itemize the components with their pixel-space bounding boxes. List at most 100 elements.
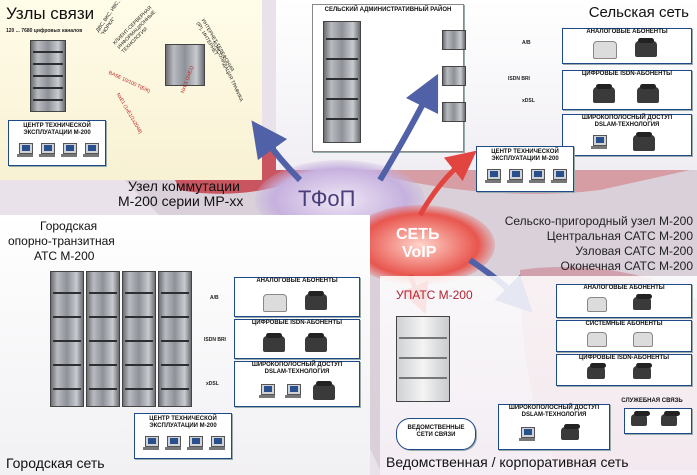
corp-footer: Ведомственная / корпоративная сеть [386, 454, 629, 470]
right-list-item: Центральная САТС М-200 [546, 229, 693, 243]
remote-unit-3 [442, 102, 466, 122]
rural-broadband-box: ШИРОКОПОЛОСНЫЙ ДОСТУП DSLAM-ТЕХНОЛОГИЯ [562, 114, 692, 156]
remote-unit-1 [442, 30, 466, 50]
panel-city: Городская опорно-транзитная АТС М-200 A/… [0, 215, 370, 475]
rural-tech-center-label: ЦЕНТР ТЕХНИЧЕСКОЙ ЭКСПЛУАТАЦИИ М-200 [491, 149, 559, 162]
phone-icon [633, 332, 653, 347]
computer-icon [485, 169, 503, 185]
computer-icon [39, 143, 57, 159]
computer-icon [591, 135, 609, 151]
city-tech-center-box: ЦЕНТР ТЕХНИЧЕСКОЙ ЭКСПЛУАТАЦИИ М-200 [134, 413, 232, 459]
corp-broadband-label: ШИРОКОПОЛОСНЫЙ ДОСТУП [508, 405, 600, 411]
computer-icon [285, 384, 303, 400]
link-isdn-label: ISDN BRI [508, 76, 530, 82]
corp-system-label: СИСТЕМНЫЕ АБОНЕНТЫ [585, 321, 663, 327]
district-box: СЕЛЬСКИЙ АДМИНИСТРАТИВНЫЙ РАЙОН [312, 4, 464, 152]
computer-icon [187, 436, 205, 452]
right-list-item: Сельско-пригородный узел М-200 [504, 214, 693, 228]
phone-icon [593, 84, 615, 103]
rural-isdn-label: ЦИФРОВЫЕ ISDN-АБОНЕНТЫ [581, 71, 673, 77]
phone-icon [587, 297, 607, 312]
corp-broadband-box: ШИРОКОПОЛОСНЫЙ ДОСТУП DSLAM-ТЕХНОЛОГИЯ [498, 404, 610, 450]
city-link-isdn: ISDN BRI [204, 337, 226, 343]
city-broadband-box: ШИРОКОПОЛОСНЫЙ ДОСТУП DSLAM-ТЕХНОЛОГИЯ [234, 361, 360, 407]
panel-rural-title: Сельская сеть [588, 4, 689, 21]
right-list-item: Оконечная САТС М-200 [560, 259, 694, 273]
district-rack [323, 21, 361, 143]
dept-line-2: СЕТИ СВЯЗИ [416, 432, 456, 438]
computer-icon [61, 143, 79, 159]
corp-broadband-sub: DSLAM-ТЕХНОЛОГИЯ [521, 412, 587, 418]
phone-icon [633, 363, 652, 379]
panel-rural: Сельская сеть СЕЛЬСКИЙ АДМИНИСТРАТИВНЫЙ … [276, 0, 697, 192]
upats-label: УПАТС М-200 [396, 288, 473, 302]
rural-isdn-box: ЦИФРОВЫЕ ISDN-АБОНЕНТЫ [562, 70, 692, 110]
tech-center-box: ЦЕНТР ТЕХНИЧЕСКОЙ ЭКСПЛУАТАЦИИ М-200 [8, 120, 106, 166]
phone-icon [633, 294, 652, 310]
phone-icon [263, 294, 287, 312]
computer-icon [17, 143, 35, 159]
rural-broadband-label: ШИРОКОПОЛОСНЫЙ ДОСТУП [581, 115, 673, 121]
voip-cloud [345, 205, 495, 285]
computer-icon [507, 169, 525, 185]
phone-icon [661, 411, 680, 426]
upats-rack [396, 316, 450, 402]
computer-icon [529, 169, 547, 185]
city-isdn-box: ЦИФРОВЫЕ ISDN-АБОНЕНТЫ [234, 319, 360, 359]
link-xdsl-label: xDSL [522, 98, 535, 104]
phone-icon [263, 333, 285, 352]
city-link-ab: A/B [210, 295, 219, 301]
computer-icon [143, 436, 161, 452]
panel-nodes-title: Узлы связи [6, 4, 95, 23]
corp-system-box: СИСТЕМНЫЕ АБОНЕНТЫ [556, 320, 692, 352]
city-link-xdsl: xDSL [206, 381, 219, 387]
phone-icon [313, 381, 335, 400]
dept-networks-box: ВЕДОМСТВЕННЫЕ СЕТИ СВЯЗИ [396, 418, 476, 450]
computer-icon [83, 143, 101, 159]
service-label: СЛУЖЕБНАЯ СВЯЗЬ [621, 398, 683, 404]
rural-tech-center-box: ЦЕНТР ТЕХНИЧЕСКОЙ ЭКСПЛУАТАЦИИ М-200 [476, 146, 574, 192]
phone-icon [593, 41, 617, 59]
rural-broadband-sub: DSLAM-ТЕХНОЛОГИЯ [594, 122, 660, 128]
phone-icon [635, 38, 657, 57]
channels-label: 120 ... 7680 цифровых каналов [6, 28, 83, 34]
computer-icon [209, 436, 227, 452]
phone-icon [637, 84, 659, 103]
voip-label-2: VoIP [402, 244, 437, 261]
node-title-1: Узел коммутации [128, 178, 240, 194]
city-analog-label: АНАЛОГОВЫЕ АБОНЕНТЫ [256, 278, 338, 284]
city-broadband-label: ШИРОКОПОЛОСНЫЙ ДОСТУП [251, 362, 343, 368]
corp-analog-box: АНАЛОГОВЫЕ АБОНЕНТЫ [556, 284, 692, 318]
city-rack-1 [50, 271, 84, 407]
phone-icon [305, 291, 327, 310]
dept-line-1: ВЕДОМСТВЕННЫЕ [407, 425, 465, 431]
city-tech-center-label: ЦЕНТР ТЕХНИЧЕСКОЙ ЭКСПЛУАТАЦИИ М-200 [149, 416, 217, 429]
right-list-item: Узловая САТС М-200 [575, 244, 693, 258]
phone-icon [633, 132, 655, 151]
link-ab-label: A/B [522, 40, 531, 46]
phone-icon [561, 424, 580, 440]
corp-isdn-box: ЦИФРОВЫЕ ISDN-АБОНЕНТЫ [556, 354, 692, 386]
city-title-3: АТС М-200 [34, 249, 95, 263]
computer-icon [519, 427, 537, 443]
city-footer: Городская сеть [6, 455, 105, 471]
panel-corporate: УПАТС М-200 АНАЛОГОВЫЕ АБОНЕНТЫ СИСТЕМНЫ… [380, 276, 697, 475]
district-label: СЕЛЬСКИЙ АДМИНИСТРАТИВНЫЙ РАЙОН [324, 7, 452, 13]
phone-icon [587, 363, 606, 379]
rural-analog-label: АНАЛОГОВЫЕ АБОНЕНТЫ [586, 29, 668, 35]
remote-unit-2 [442, 66, 466, 86]
phone-icon [587, 332, 607, 347]
pstn-label: ТФоП [298, 186, 356, 211]
computer-icon [551, 169, 569, 185]
corp-analog-label: АНАЛОГОВЫЕ АБОНЕНТЫ [583, 285, 665, 291]
city-rack-4 [158, 271, 192, 407]
right-list: Сельско-пригородный узел М-200 Центральн… [505, 214, 693, 274]
city-isdn-label: ЦИФРОВЫЕ ISDN-АБОНЕНТЫ [251, 320, 343, 326]
voip-label-1: СЕТЬ [396, 226, 440, 243]
city-rack-3 [122, 271, 156, 407]
phone-icon [305, 333, 327, 352]
corp-isdn-label: ЦИФРОВЫЕ ISDN-АБОНЕНТЫ [578, 355, 670, 361]
phone-icon [631, 411, 650, 426]
city-rack-2 [86, 271, 120, 407]
tech-center-label: ЦЕНТР ТЕХНИЧЕСКОЙ ЭКСПЛУАТАЦИИ М-200 [23, 123, 91, 136]
